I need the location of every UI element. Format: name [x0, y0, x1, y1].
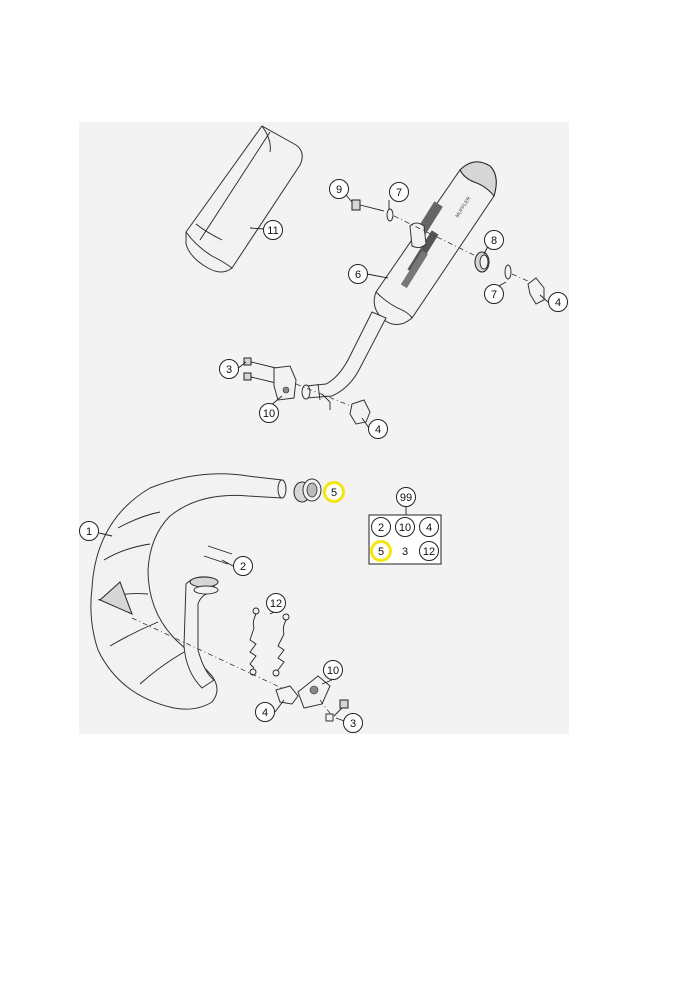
svg-text:3: 3 — [402, 546, 408, 558]
callout-4-top[interactable]: 4 — [548, 292, 568, 312]
svg-text:9: 9 — [336, 184, 342, 196]
svg-text:6: 6 — [355, 269, 361, 281]
exhaust-manifold-1 — [90, 473, 287, 710]
kit-item-5[interactable]: 5 — [370, 540, 392, 562]
svg-text:5: 5 — [378, 546, 384, 558]
svg-text:12: 12 — [423, 546, 435, 558]
svg-text:1: 1 — [86, 526, 92, 538]
svg-text:7: 7 — [491, 289, 497, 301]
svg-text:3: 3 — [226, 364, 232, 376]
callout-3-bottom[interactable]: 3 — [343, 713, 363, 733]
svg-text:10: 10 — [399, 522, 411, 534]
kit-item-10[interactable]: 10 — [395, 517, 415, 537]
svg-text:8: 8 — [491, 235, 497, 247]
callout-3-mid[interactable]: 3 — [219, 359, 239, 379]
callout-2[interactable]: 2 — [233, 556, 253, 576]
callout-12[interactable]: 12 — [266, 593, 286, 613]
callout-8[interactable]: 8 — [484, 230, 504, 250]
callout-11[interactable]: 11 — [263, 220, 283, 240]
svg-text:4: 4 — [262, 707, 268, 719]
springs-12 — [249, 607, 290, 677]
svg-text:10: 10 — [263, 408, 275, 420]
svg-text:2: 2 — [378, 522, 384, 534]
silencer: MUFFLER — [373, 161, 497, 325]
svg-text:11: 11 — [267, 225, 278, 237]
svg-text:10: 10 — [327, 665, 339, 677]
silencer-pipe-opening — [301, 384, 311, 400]
svg-text:12: 12 — [270, 598, 282, 610]
manifold-bracket — [99, 581, 133, 615]
callout-1[interactable]: 1 — [79, 521, 99, 541]
callout-10-mid[interactable]: 10 — [259, 403, 279, 423]
svg-text:4: 4 — [375, 424, 381, 436]
kit-99-group: 99 2 10 4 5 3 12 — [368, 487, 442, 565]
svg-text:7: 7 — [396, 187, 402, 199]
callout-7-top[interactable]: 7 — [389, 182, 409, 202]
heat-shield-sleeve — [185, 125, 303, 273]
rubber-bushing-8 — [474, 251, 490, 273]
svg-text:99: 99 — [400, 492, 412, 504]
kit-item-2[interactable]: 2 — [371, 517, 391, 537]
mounting-screw-9 — [351, 199, 385, 212]
kit-item-4[interactable]: 4 — [419, 517, 439, 537]
svg-text:3: 3 — [350, 718, 356, 730]
screw-3-bottom — [325, 699, 349, 722]
callout-10-bottom[interactable]: 10 — [323, 660, 343, 680]
callout-4-mid[interactable]: 4 — [368, 419, 388, 439]
gasket-5 — [293, 478, 322, 503]
callout-6[interactable]: 6 — [348, 264, 368, 284]
callout-99[interactable]: 99 — [396, 487, 416, 507]
svg-text:5: 5 — [331, 487, 337, 499]
svg-text:4: 4 — [426, 522, 432, 534]
svg-text:2: 2 — [240, 561, 246, 573]
nut-4-mid — [349, 399, 371, 425]
callout-5[interactable]: 5 — [323, 481, 345, 503]
rubber-mount-10-mid — [273, 365, 297, 401]
svg-text:4: 4 — [555, 297, 561, 309]
kit-item-12[interactable]: 12 — [419, 541, 439, 561]
o-rings-2 — [203, 545, 233, 565]
washer-7-right — [504, 264, 512, 280]
kit-item-3[interactable]: 3 — [402, 546, 408, 558]
washer-7-top — [386, 208, 394, 222]
callout-4-bottom[interactable]: 4 — [255, 702, 275, 722]
callout-9[interactable]: 9 — [329, 179, 349, 199]
screws-3-mid — [243, 357, 277, 384]
nut-4-bottom — [275, 685, 299, 705]
callout-7-right[interactable]: 7 — [484, 284, 504, 304]
nut-4-top — [527, 277, 545, 305]
